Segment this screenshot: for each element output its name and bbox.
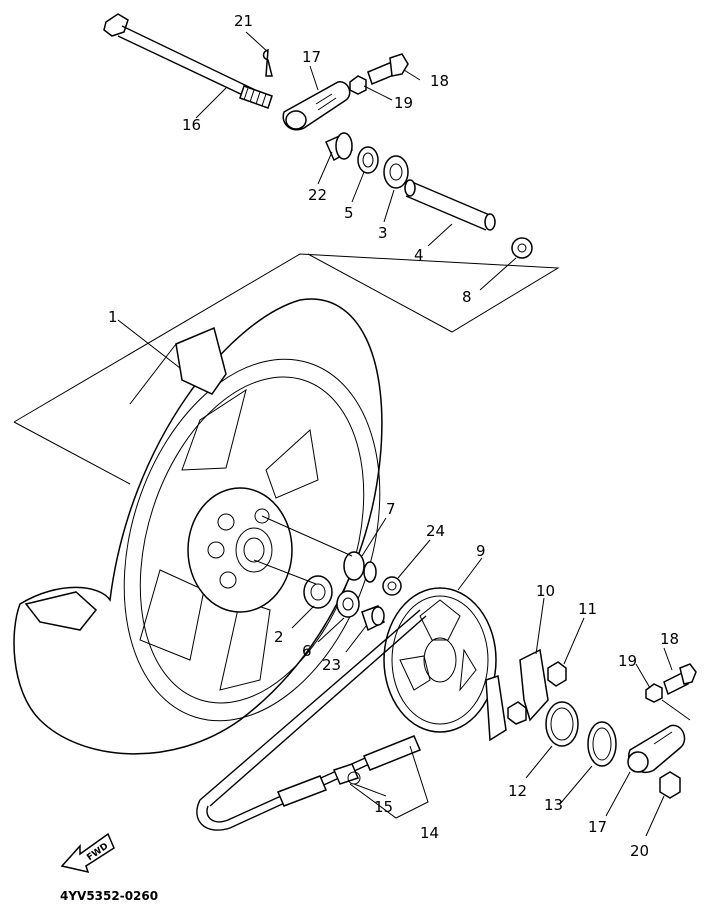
callout-18-bottom: 18 [660,630,679,648]
assembly-plane-outline [13,253,560,423]
callout-13: 13 [544,796,563,814]
nut-11b [507,701,527,725]
callout-17-top: 17 [302,48,321,66]
callout-20: 20 [630,842,649,860]
adjuster-bolt-top [367,53,409,86]
bearing-3 [383,155,409,189]
cotter-pin [262,48,273,77]
nut-11 [547,661,567,687]
projection-line [661,699,691,721]
spacer-22 [325,132,353,162]
callout-2: 2 [274,628,284,646]
oil-seal [357,146,379,174]
rear-sprocket [383,587,497,733]
callout-14: 14 [420,824,439,842]
forward-arrow: FWD [60,832,115,874]
spacer-tube [404,179,496,231]
callout-7: 7 [386,500,396,518]
callout-10: 10 [536,582,555,600]
rear-wheel [13,298,383,755]
callout-24: 24 [426,522,445,540]
adjuster-nut-top [349,75,367,95]
callout-16: 16 [182,116,201,134]
callout-1: 1 [108,308,118,326]
chain-adjuster-bottom [627,724,686,773]
collar-7 [343,551,377,583]
callout-3: 3 [378,224,388,242]
callout-15: 15 [374,798,393,816]
chain-adjuster-top [282,81,351,131]
callout-labels: 21 17 18 19 16 22 5 3 4 8 1 7 24 9 10 11… [108,12,679,860]
rear-axle [103,13,273,109]
callout-4: 4 [414,246,424,264]
axle-nut [659,771,681,799]
collar-23 [361,605,385,632]
bearing-2 [303,575,333,609]
leader-lines [117,31,673,837]
collar-8 [511,237,533,259]
callout-23: 23 [322,656,341,674]
callout-6: 6 [302,642,312,660]
callout-8: 8 [462,288,472,306]
projection-line [261,515,353,557]
adjuster-bolt-bottom [663,663,697,696]
callout-11: 11 [578,600,597,618]
circlip-12 [545,701,579,747]
callout-18-top: 18 [430,72,449,90]
callout-17-bottom: 17 [588,818,607,836]
callout-19-top: 19 [394,94,413,112]
diagram-code: 4YV5352-0260 [60,889,158,903]
callout-22: 22 [308,186,327,204]
adjuster-nut-bottom [645,683,663,703]
circlip-24 [382,576,402,596]
drive-chain [196,609,427,831]
callout-21: 21 [234,12,253,30]
callout-9: 9 [476,542,486,560]
seal-6 [336,590,360,618]
projection-line [253,559,317,585]
callout-19-bottom: 19 [618,652,637,670]
callout-12: 12 [508,782,527,800]
circlip-13 [587,721,617,767]
callout-5: 5 [344,204,354,222]
